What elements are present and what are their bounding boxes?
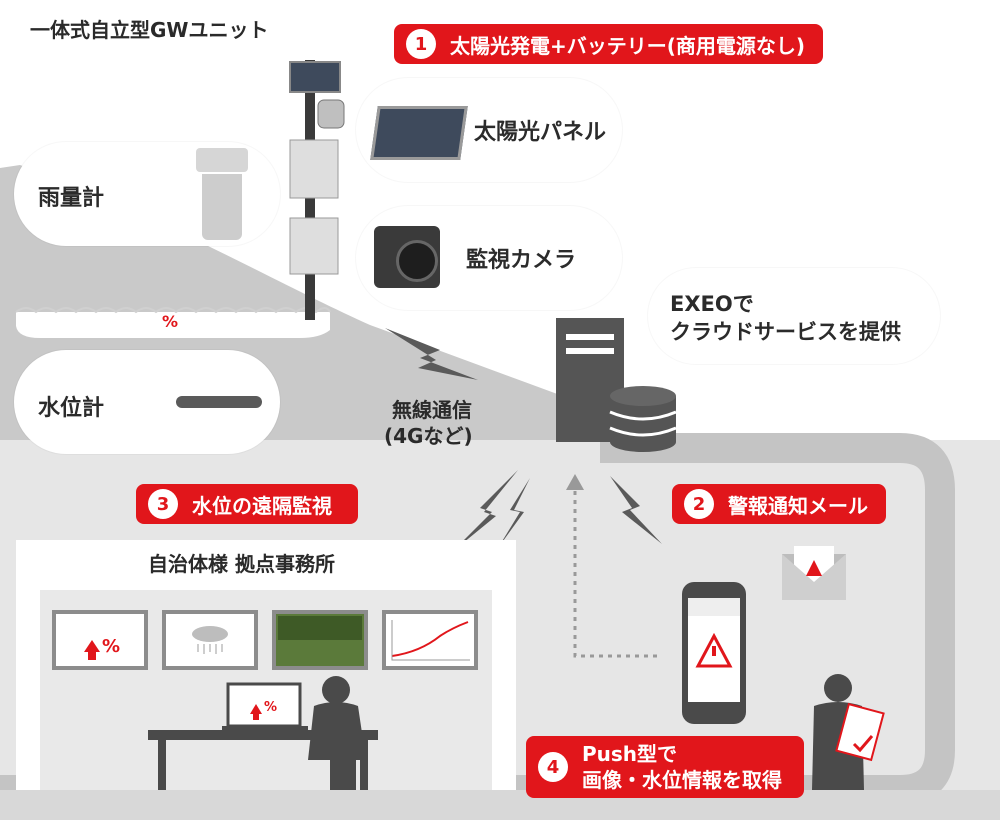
- desk-top: [148, 730, 378, 740]
- step-1-tag: 1 太陽光発電+バッテリー(商用電源なし): [394, 24, 824, 64]
- email-envelope-icon: [782, 546, 846, 600]
- solar-panel-small: [289, 61, 341, 93]
- water-waves: [15, 307, 331, 314]
- person-clipboard-icon: [812, 674, 885, 790]
- solar-panel-image: [370, 106, 468, 160]
- step-2-tag: 2 警報通知メール: [672, 484, 886, 524]
- control-box-upper: [289, 139, 339, 199]
- database-icon: [609, 386, 677, 452]
- monitor-graph: [382, 610, 478, 670]
- step-3-number: 3: [148, 489, 178, 519]
- step-4-label-line1: Push型で: [582, 742, 678, 766]
- server-slot-2: [566, 348, 614, 354]
- wireless-bolt-3: [452, 470, 518, 552]
- network-loop-path: [0, 433, 955, 805]
- diagram-title: 一体式自立型GWユニット: [30, 18, 269, 42]
- water-surface: [16, 312, 330, 338]
- laptop-percent: %: [264, 700, 278, 715]
- monitor-camera: [272, 610, 368, 670]
- cloud-service-line2: クラウドサービスを提供: [670, 320, 901, 344]
- camera-image: [374, 226, 440, 288]
- step-1-number: 1: [406, 29, 436, 59]
- step-3-tag: 3 水位の遠隔監視: [136, 484, 358, 524]
- push-arrow-head: [566, 474, 584, 490]
- monitor-rain: [162, 610, 258, 670]
- camera-label: 監視カメラ: [466, 248, 577, 273]
- cloud-service-bubble: [648, 268, 940, 364]
- push-dotted-line: [573, 482, 660, 658]
- wireless-label-line1: 無線通信: [392, 398, 472, 422]
- ground-base: [0, 790, 1000, 820]
- water-level-label: 水位計: [38, 396, 105, 421]
- step-3-label: 水位の遠隔監視: [192, 493, 332, 518]
- office-worker-icon: [308, 676, 366, 790]
- step-4-number: 4: [538, 752, 568, 782]
- step-1-label: 太陽光発電+バッテリー(商用電源なし): [450, 33, 806, 58]
- office-label: 自治体様 拠点事務所: [148, 552, 335, 576]
- control-box-lower: [289, 217, 339, 275]
- wireless-bolt-4: [610, 476, 662, 544]
- water-level-sensor-image: [176, 396, 262, 408]
- step-2-number: 2: [684, 489, 714, 519]
- solar-panel-label: 太陽光パネル: [474, 120, 607, 145]
- step-4-tag: 4 Push型で 画像・水位情報を取得: [526, 736, 804, 798]
- rain-gauge-label: 雨量計: [38, 186, 105, 211]
- cloud-service-line1: EXEOで: [670, 292, 754, 316]
- camera-small: [317, 99, 345, 129]
- water-percent-marker: %: [162, 312, 179, 331]
- wireless-bolt-1: [385, 328, 478, 380]
- desk-leg-right: [360, 740, 368, 790]
- rain-gauge-image: [196, 148, 248, 240]
- smartphone-icon: [682, 582, 746, 724]
- monitor-water-level: [52, 610, 148, 670]
- wireless-label-line2: (4Gなど): [384, 424, 473, 448]
- desk-leg-left: [158, 740, 166, 790]
- monitor-percent: %: [102, 636, 121, 657]
- laptop-icon: [222, 682, 308, 732]
- server-slot-1: [566, 334, 614, 340]
- step-2-label: 警報通知メール: [728, 493, 868, 518]
- step-4-label-line2: 画像・水位情報を取得: [582, 768, 782, 792]
